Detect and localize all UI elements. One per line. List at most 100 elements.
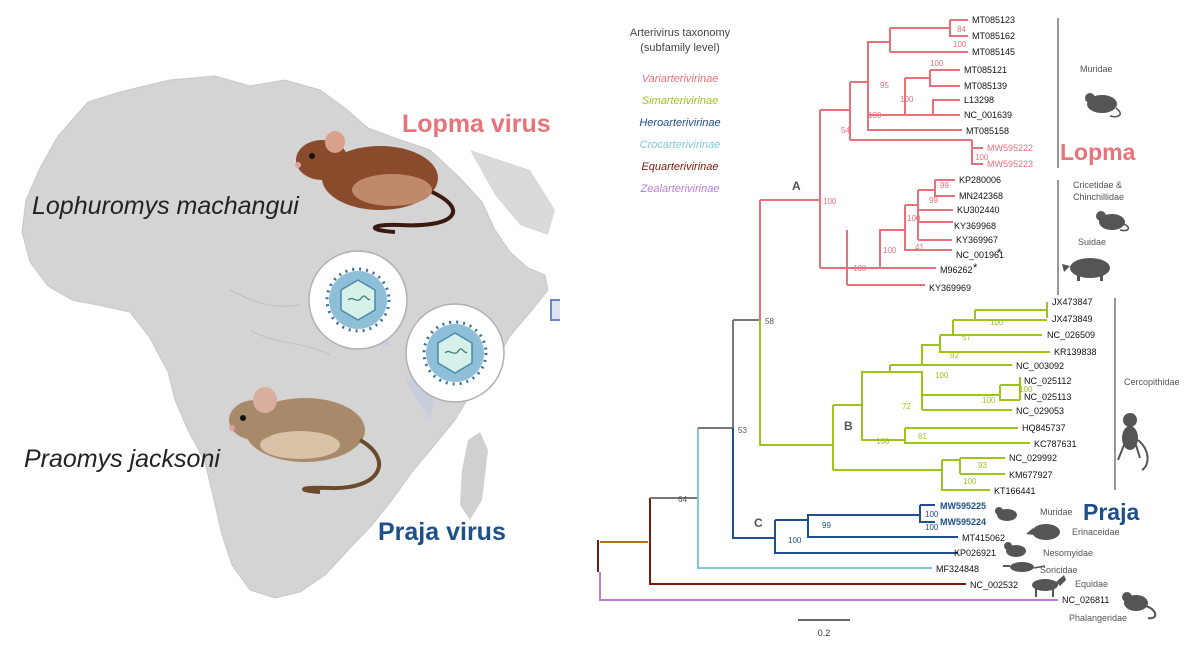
rodent-icon — [1096, 211, 1130, 232]
branch-lopma — [850, 139, 983, 165]
branch-99a — [917, 189, 953, 223]
support-value: 99 — [929, 196, 938, 205]
tip-label: NC_029992 — [1009, 453, 1057, 463]
madagascar — [460, 432, 488, 520]
support-value: 100 — [868, 111, 882, 120]
tip-label: MT085158 — [966, 126, 1009, 136]
host-label-suidae: Suidae — [1078, 237, 1106, 247]
support-value: 100 — [935, 371, 949, 380]
support-value: 100 — [982, 396, 996, 405]
tip-label: NC_001639 — [964, 110, 1012, 120]
host-label-muridae: Muridae — [1080, 64, 1113, 74]
host-label-cricetidae: Cricetidae & — [1073, 180, 1122, 190]
support-value: 53 — [738, 426, 747, 435]
branch-equ-vert — [649, 498, 966, 585]
lopma-clade-label: Lopma — [1060, 139, 1136, 165]
support-value: 72 — [902, 402, 911, 411]
host-label-cercopithidae: Cercopithidae — [1124, 377, 1180, 387]
support-value: 100 — [1019, 385, 1033, 394]
tip-label: MT085121 — [964, 65, 1007, 75]
tip-label: M96262 — [940, 265, 973, 275]
support-value: 99 — [940, 181, 949, 190]
tip-label: NC_002532 — [970, 580, 1018, 590]
tip-label: MT085123 — [972, 15, 1015, 25]
branch-100l — [999, 377, 1021, 401]
support-value: 54 — [841, 126, 850, 135]
branch-84inner — [949, 19, 968, 37]
scale-label: 0.2 — [818, 628, 831, 638]
legend-item-simarterivirinae: Simarterivirinae — [642, 95, 718, 107]
host-label-erinaceidae: Erinaceidae — [1072, 527, 1120, 537]
tip-label: KP280006 — [959, 175, 1001, 185]
branch-99b — [934, 179, 955, 197]
nesomyid-icon — [1004, 542, 1026, 557]
support-value: 100 — [853, 264, 867, 273]
branch-B-vert — [759, 320, 833, 446]
support-value: 100 — [788, 536, 802, 545]
branch-100m — [959, 457, 1005, 475]
hedgehog-icon — [1026, 524, 1060, 540]
host-label-nesomyidae: Nesomyidae — [1043, 548, 1093, 558]
support-value: 41 — [915, 243, 924, 252]
branch-41 — [904, 204, 952, 251]
support-value: 95 — [880, 81, 889, 90]
tip-label: MW595224 — [940, 517, 986, 527]
support-value: 100 — [925, 523, 939, 532]
support-value: 92 — [950, 351, 959, 360]
praja-virus-label: Praja virus — [378, 518, 506, 546]
praomys-rat-illustration — [229, 387, 381, 494]
host-label-equidae: Equidae — [1075, 579, 1108, 589]
tip-label: JX473849 — [1052, 314, 1093, 324]
river-lines — [229, 289, 331, 356]
branch-MT085158 — [867, 115, 962, 131]
asterisk: * — [973, 262, 978, 274]
branch-C-vert — [774, 520, 958, 554]
tip-label: MT085139 — [964, 81, 1007, 91]
map-panel: Lophuromys machangui Praomys jacksoni Lo… — [0, 0, 658, 655]
host-label-muridae-praja: Muridae — [1040, 507, 1073, 517]
tip-label: MT085162 — [972, 31, 1015, 41]
tip-label: KR139838 — [1054, 347, 1097, 357]
support-value: 100 — [953, 40, 967, 49]
legend-title-line1: Arterivirus taxonomy — [630, 27, 731, 39]
branch-84group — [889, 27, 950, 53]
branch-53-hero — [732, 428, 775, 539]
arabia-hint — [470, 150, 555, 235]
pig-icon — [1062, 258, 1110, 281]
tip-label: KC787631 — [1034, 439, 1077, 449]
phylogenetic-tree: Arterivirus taxonomy (subfamily level) V… — [597, 15, 1180, 638]
mouse-praja-icon — [995, 507, 1017, 521]
mouse-icon — [1085, 93, 1121, 118]
tip-label: KM677927 — [1009, 470, 1053, 480]
support-value: 58 — [765, 317, 774, 326]
branch-57 — [952, 319, 1042, 336]
tip-label: MF324848 — [936, 564, 979, 574]
support-value: 100 — [925, 510, 939, 519]
lopma-virus-label: Lopma virus — [402, 110, 551, 138]
tip-label: NC_029053 — [1016, 406, 1064, 416]
support-value: 100 — [900, 95, 914, 104]
legend-item-variarterivirinae: Variarterivirinae — [642, 73, 719, 85]
branch-B-upper — [833, 371, 890, 406]
virion-circle-praja — [405, 303, 505, 403]
tip-label: L13298 — [964, 95, 994, 105]
host-label-soricidae: Soricidae — [1040, 565, 1078, 575]
tip-label: KY369968 — [954, 221, 996, 231]
tip-label: KY369967 — [956, 235, 998, 245]
tip-label: KU302440 — [957, 205, 1000, 215]
legend: Arterivirus taxonomy (subfamily level) V… — [630, 27, 731, 195]
clade-label-a: A — [792, 179, 801, 193]
branch-64-vert — [697, 428, 932, 569]
tip-label: NC_003092 — [1016, 361, 1064, 371]
tip-label: MN242368 — [959, 191, 1003, 201]
host-label-chinchillidae: Chinchillidae — [1073, 192, 1124, 202]
branch-61 — [904, 427, 1030, 444]
support-value: 100 — [990, 318, 1004, 327]
branch-95group — [904, 69, 960, 115]
monkey-icon — [1117, 413, 1149, 471]
support-value: 84 — [957, 25, 966, 34]
shrew-icon — [1003, 562, 1046, 572]
tip-label: NC_025113 — [1024, 392, 1071, 402]
support-value: 61 — [918, 432, 927, 441]
host-praomys-label: Praomys jacksoni — [24, 445, 220, 473]
